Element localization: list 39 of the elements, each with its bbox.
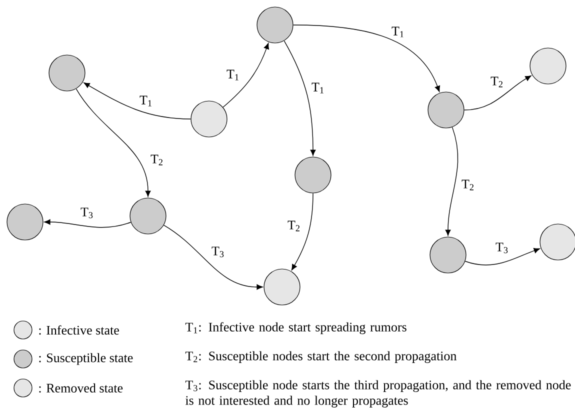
arrow [292, 24, 440, 92]
definition-text: T$_{1}$: Infective node start spreading rumors [185, 322, 406, 334]
edge-label: T$_{1}$ [392, 26, 404, 38]
arrow [464, 248, 540, 266]
node-circle [130, 198, 166, 234]
legend-text: : Removed state [39, 383, 123, 393]
edge-label: T$_{1}$ [226, 70, 238, 80]
node-circle [6, 204, 44, 240]
arrow [445, 126, 458, 236]
edge-label: T$_{3}$ [496, 242, 508, 254]
edge-label: T$_{3}$ [212, 246, 224, 258]
node-circle [530, 48, 566, 84]
arrow [464, 75, 532, 110]
edge-label: T$_{1}$ [140, 96, 152, 106]
edge-label: T$_{2}$ [288, 220, 300, 232]
node-circle [294, 156, 332, 194]
arrow [76, 88, 151, 197]
node-circle [48, 54, 86, 92]
node-circle [256, 6, 294, 44]
legend-text: : Susceptible state [39, 353, 133, 365]
edge-label: T$_{2}$ [490, 76, 502, 88]
node-circle [190, 100, 228, 138]
node-circle [428, 92, 464, 128]
definition-text: T$_{2}$: Susceptible nodes start the second propagation [185, 351, 457, 364]
legend-text: : Infective state [39, 325, 119, 335]
edge-label: T$_{3}$ [80, 208, 93, 218]
edge-label: T$_{2}$ [462, 180, 474, 190]
arrow [84, 82, 192, 120]
arrow [284, 40, 316, 156]
edge-label: T$_{1}$ [312, 82, 324, 94]
arrow [164, 224, 263, 290]
arrow [222, 43, 270, 108]
node-circle [540, 224, 575, 260]
arrow [44, 219, 132, 228]
arrow [291, 192, 314, 270]
node-circle [430, 236, 466, 274]
definition-text: T$_{3}$: Susceptible node starts the third propagation, and the removed node is not interested and no longer propagates [185, 380, 571, 408]
node-circle [264, 268, 300, 306]
edge-label: T$_{2}$ [150, 154, 162, 166]
